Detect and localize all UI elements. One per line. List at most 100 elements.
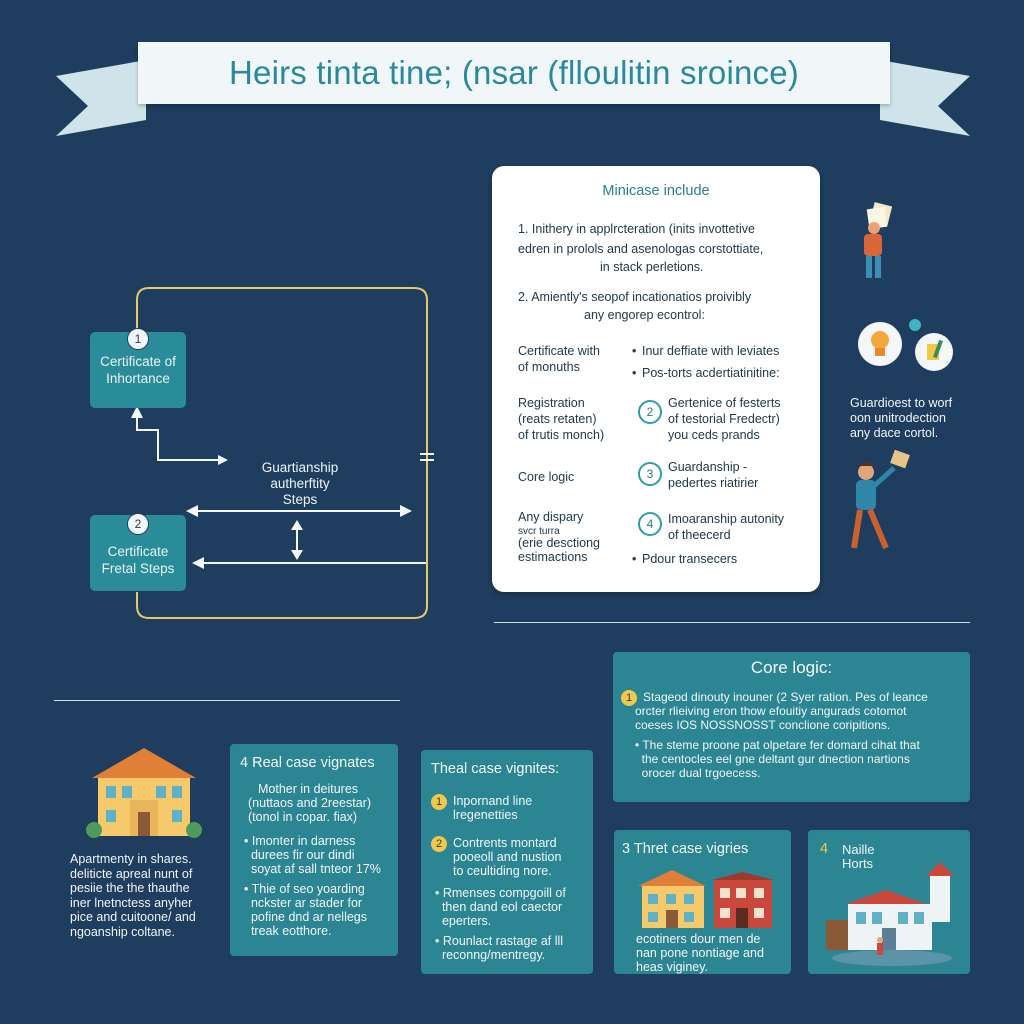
card-title: Minicase include: [602, 183, 710, 199]
naille-title: Naille: [842, 842, 875, 857]
flow-box-line: Inhortance: [106, 371, 170, 386]
card-left-text: estimactions: [518, 550, 588, 564]
theal-bullet: • Rounlact rastage af lll: [435, 934, 564, 948]
core-logic-title: Core logic:: [750, 658, 833, 677]
thret-case-text: nan pone nontiage and: [636, 946, 764, 960]
person-holding-papers-illustration: [864, 202, 893, 278]
real-case-bullet: durees fir our dindi: [244, 848, 355, 862]
flow-box-line: Certificate of: [100, 354, 176, 369]
core-logic-text: the centocles eel gne deltant gur dnecti…: [635, 752, 910, 766]
card-item-1-line: edren in prolols and asenologas corstott…: [518, 242, 764, 256]
apartment-building-illustration: [86, 748, 202, 838]
card-right-text: Imoaranship autonity: [668, 512, 785, 526]
card-right-text: of theecerd: [668, 528, 731, 542]
real-case-bullet: • Imonter in darness: [244, 834, 356, 848]
card-right-text: Gertenice of festerts: [668, 396, 781, 410]
real-case-sub: Mother in deitures: [258, 782, 359, 796]
real-case-panel: 4 Real case vignates Mother in deitures …: [230, 744, 398, 956]
card-right-bullet: •: [632, 552, 637, 566]
theal-case-title: Theal case vignites:: [431, 761, 560, 777]
theal-badge-1: 1: [431, 794, 447, 810]
card-left-text: Registration: [518, 396, 585, 410]
card-right-bullet: •: [632, 344, 637, 358]
naille-title: Horts: [842, 856, 874, 871]
person-walking-illustration: [851, 450, 910, 550]
core-logic-text: Stageod dinouty inouner (2 Syer ration. …: [643, 690, 928, 704]
real-case-bullet: soyat af sall tnteor 17%: [244, 862, 381, 876]
real-case-bullet: • Thie of seo yoarding: [244, 882, 365, 896]
card-right-text: Inur deffiate with leviates: [642, 344, 780, 358]
dot-icon: [909, 319, 921, 331]
naille-number: 4: [820, 841, 829, 857]
card-item-2-line: 2. Amiently's seopof incationatios proiv…: [518, 290, 752, 304]
real-case-bullet: pofine dnd ar nellegs: [244, 910, 368, 924]
flow-box-line: Certificate: [107, 544, 169, 559]
theal-case-panel: Theal case vignites: 1 Inpornand line lr…: [421, 750, 593, 974]
card-item-1-line: in stack perletions.: [600, 260, 704, 274]
theal-item-text: lregenetties: [453, 808, 518, 822]
card-right-text: Pdour transecers: [642, 552, 738, 566]
banner-left-tail: [56, 60, 146, 136]
theal-item-text: to ceultiding nore.: [453, 864, 552, 878]
card-right-text: Pos-torts acdertiatinitine:: [642, 366, 780, 380]
thret-case-text: heas viginey.: [636, 960, 709, 974]
card-right-text: you ceds prands: [668, 428, 760, 442]
core-logic-text: • The steme proone pat olpetare fer doma…: [635, 738, 920, 752]
theal-bullet: reconng/mentregy.: [435, 948, 546, 962]
core-logic-text: orocer dual trgoecess.: [635, 766, 761, 780]
card-badge-2: 2: [638, 400, 662, 424]
card-left-text: svcr turra: [518, 526, 560, 537]
real-case-bullet: nckster ar stader for: [244, 896, 363, 910]
guardianship-steps-label: Guartianship autherftity Steps: [261, 460, 339, 507]
flow-box-line: Fretal Steps: [101, 561, 175, 576]
pencil-icon: [915, 333, 953, 371]
card-left-text: Core logic: [518, 470, 575, 484]
thret-case-text: ecotiners dour men de: [636, 932, 761, 946]
card-right-text: Guardanship -: [668, 460, 748, 474]
right-note: Guardioest to worf oon unitrodection any…: [850, 396, 953, 440]
card-left-text: Certificate with: [518, 344, 600, 358]
theal-item-text: Contrents montard: [453, 836, 557, 850]
card-right-text: pedertes riatirier: [668, 476, 759, 490]
core-logic-text: orcter rlieiving eron thow efouitiy angu…: [635, 704, 907, 718]
divider-right: [494, 622, 970, 623]
card-badge-3: 3: [638, 462, 662, 486]
theal-item-text: Inpornand line: [453, 794, 533, 808]
divider-left: [54, 700, 400, 701]
card-right-text: of testorial Fredectr): [668, 412, 780, 426]
real-case-bullet: treak eotthore.: [244, 924, 332, 938]
row-houses-illustration: [638, 870, 774, 928]
core-logic-text: coeses IOS NOSSNOSST conclione coripitio…: [635, 718, 891, 732]
card-left-text: Any dispary: [518, 510, 584, 524]
theal-badge-2: 2: [431, 836, 447, 852]
card-left-text: (erie desctiong: [518, 536, 600, 550]
core-logic-badge: 1: [621, 690, 637, 706]
real-case-sub: (tonol in copar. fiax): [248, 810, 358, 824]
real-case-title: 4 Real case vignates: [240, 755, 375, 771]
naille-horts-panel: 4 Naille Horts: [808, 830, 970, 974]
banner-right-tail: [880, 60, 970, 136]
theal-bullet: then dand eol caector: [435, 900, 563, 914]
card-item-2-line: any engorep econtrol:: [584, 308, 705, 322]
card-left-text: of trutis monch): [518, 428, 605, 442]
real-case-sub: (nuttaos and 2reestar): [248, 796, 371, 810]
title-banner: Heirs tinta tine; (nsar (flloulitin sroi…: [138, 42, 890, 104]
card-right-bullet: •: [632, 366, 637, 380]
card-badge-4: 4: [638, 512, 662, 536]
left-caption: Apartmenty in shares. deliticte apreal n…: [70, 852, 196, 939]
theal-bullet: eperters.: [435, 914, 492, 928]
card-left-text: (reats retaten): [518, 412, 597, 426]
theal-bullet: • Rmenses compgoill of: [435, 886, 566, 900]
flow-number-1: 1: [127, 328, 149, 350]
lightbulb-icon: [858, 322, 902, 366]
page-title: Heirs tinta tine; (nsar (flloulitin sroi…: [229, 54, 799, 91]
thret-case-title: 3 Thret case vigries: [622, 841, 749, 857]
town-hall-illustration: [826, 862, 954, 966]
flow-number-2: 2: [127, 513, 149, 535]
theal-item-text: pooeoll and nustion: [453, 850, 562, 864]
card-left-text: of monuths: [518, 360, 580, 374]
card-item-1-line: 1. Inithery in applrcteration (inits inv…: [518, 222, 755, 236]
core-logic-panel: Core logic: 1 Stageod dinouty inouner (2…: [613, 652, 970, 802]
minicase-card: Minicase include 1. Inithery in applrcte…: [492, 166, 820, 592]
